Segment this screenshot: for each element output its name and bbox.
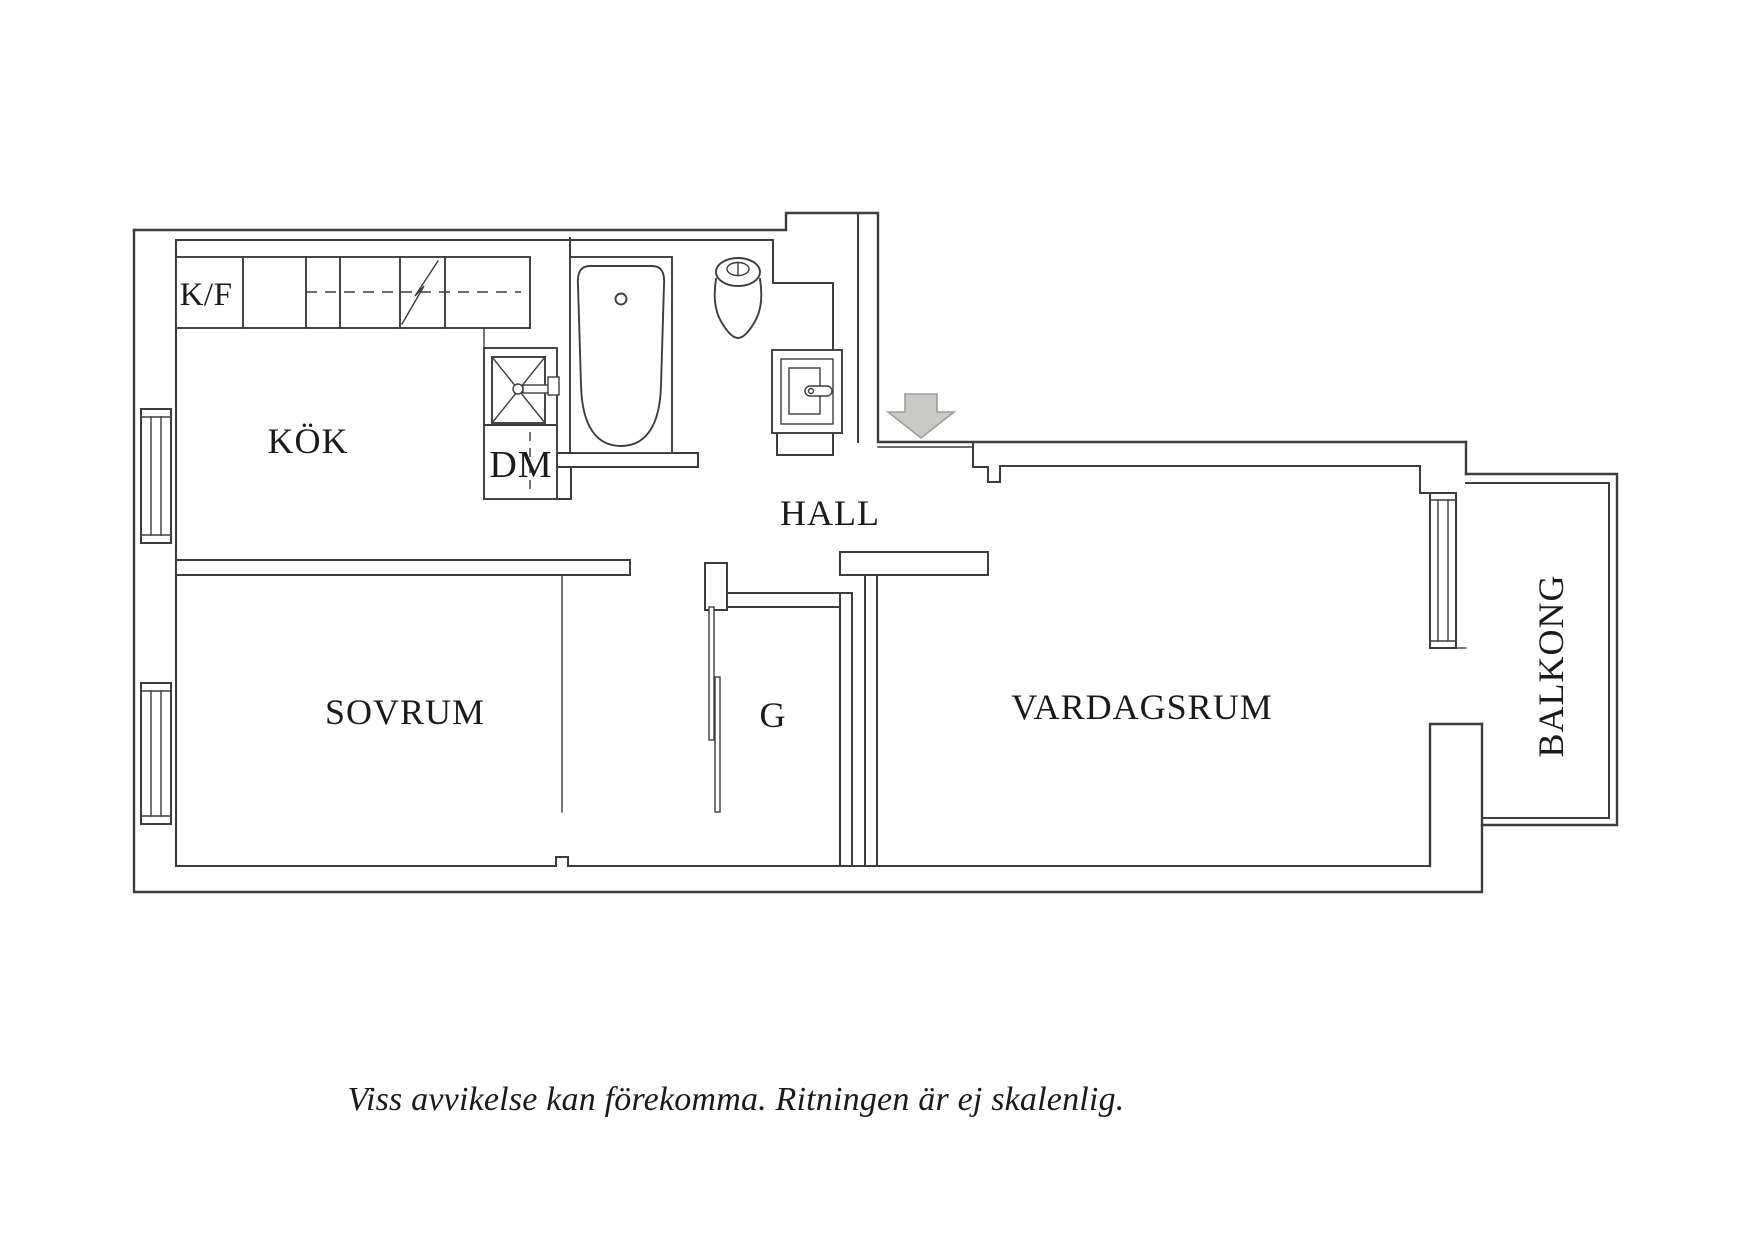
washbasin-wall-stub — [776, 432, 834, 456]
kitchen-sink-unit — [483, 347, 560, 500]
kitchen-window-glass — [150, 416, 162, 536]
closet-top-wall — [726, 592, 841, 608]
bedroom-window — [140, 682, 172, 825]
balcony-window-glass — [1437, 499, 1449, 642]
hall-livingroom-north-wall — [972, 441, 1431, 494]
washbasin-faucet-pivot — [807, 387, 815, 395]
bathroom-fixtures — [569, 256, 843, 454]
bathtub-drain — [614, 292, 628, 306]
kitchen-counter-break-symbol — [401, 260, 439, 325]
bedroom-window-caps — [140, 690, 172, 817]
balcony-window-frame — [1429, 492, 1457, 649]
kitchen-window-caps — [140, 416, 172, 536]
bedroom-label: SOVRUM — [325, 692, 485, 732]
closet-door-leaf-2 — [714, 676, 721, 813]
closet-nw-pilaster — [704, 562, 728, 611]
outer-wall-step-bottom-right — [1428, 722, 1484, 868]
closet-door-leaf-1 — [708, 606, 715, 741]
outer-wall-left-bottom-right — [132, 228, 1484, 894]
hall-label: HALL — [780, 493, 880, 533]
kitchen-faucet-arm — [522, 384, 550, 394]
bedroom-window-glass — [150, 690, 162, 817]
toilet-bowl — [713, 277, 763, 339]
bathtub — [569, 256, 673, 454]
interior-walls — [175, 212, 1431, 867]
closet-sliding-doors — [708, 606, 721, 813]
kitchen-bedroom-wall — [175, 559, 631, 576]
outer-wall-top — [132, 211, 1468, 444]
washbasin — [771, 349, 843, 434]
bathroom-south-pilaster — [556, 466, 572, 500]
entrance-arrow-icon — [885, 393, 957, 440]
balcony-structure — [1464, 472, 1619, 827]
dishwasher-label: DM — [489, 444, 552, 486]
kitchen-label: KÖK — [268, 421, 349, 461]
fridge-freezer-label: K/F — [180, 277, 233, 313]
kitchen-window-frame — [140, 408, 172, 544]
kitchen-fixtures — [175, 256, 560, 500]
disclaimer-text: Viss avvikelse kan förekomma. Ritningen … — [348, 1081, 1125, 1118]
bathtub-inner — [576, 265, 666, 447]
livingroom-west-wall — [864, 574, 878, 867]
closet-label: G — [760, 695, 787, 735]
bathtub-box — [569, 256, 673, 454]
balcony-label: BALKONG — [1531, 575, 1571, 758]
kitchen-sink-drain — [512, 383, 524, 395]
balcony-outer-rail — [1464, 472, 1619, 827]
kitchen-window — [140, 408, 172, 544]
livingroom-balcony-window — [1429, 492, 1467, 649]
inner-wall-bottom — [175, 856, 1431, 867]
bedroom-window-frame — [140, 682, 172, 825]
balcony-inner-rail — [1465, 482, 1610, 819]
labels: KÖK K/F DM HALL SOVRUM G VARDAGSRUM BALK… — [180, 277, 1571, 1118]
toilet — [713, 257, 763, 339]
kitchen-faucet-base — [547, 376, 560, 396]
bathroom-south-wall — [556, 452, 699, 468]
windows — [140, 408, 1467, 825]
balcony-window-caps — [1429, 499, 1457, 642]
exterior-walls — [132, 211, 1484, 894]
washbasin-mid — [780, 358, 834, 425]
hall-south-wall — [839, 551, 989, 576]
closet-right-wall — [839, 592, 853, 867]
livingroom-label: VARDAGSRUM — [1011, 687, 1272, 727]
